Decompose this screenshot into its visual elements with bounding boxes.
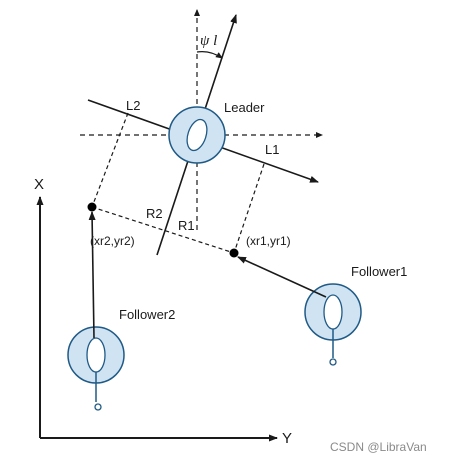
dashed-line-l1-to-f1 [233,163,265,254]
r1-label: R1 [178,218,195,233]
target-label-f1: (xr1,yr1) [246,234,291,248]
target-point-f2 [87,202,97,212]
psi-angle-label: ψ l [200,33,217,49]
psi-angle-arc [196,51,223,59]
leader-robot [168,106,226,164]
target-point-f1 [229,248,239,258]
follower1-label: Follower1 [351,264,407,279]
target-label-f2: (xr2,yr2) [90,234,135,248]
dashed-line-l2-to-f2 [91,112,129,208]
watermark: CSDN @LibraVan [330,440,427,454]
x-axis-label: X [34,176,44,193]
r2-label: R2 [146,206,163,221]
follower2-label: Follower2 [119,307,175,322]
leader-label: Leader [224,100,265,115]
follower1-robot [304,283,362,366]
y-axis-label: Y [282,430,292,447]
follower2-robot [67,326,125,411]
follower1-motion-arrow [237,256,327,298]
l2-label: L2 [126,98,140,113]
l1-label: L1 [265,142,279,157]
follower2-motion-arrow [88,211,96,339]
dashed-line-r-baseline [91,206,235,254]
